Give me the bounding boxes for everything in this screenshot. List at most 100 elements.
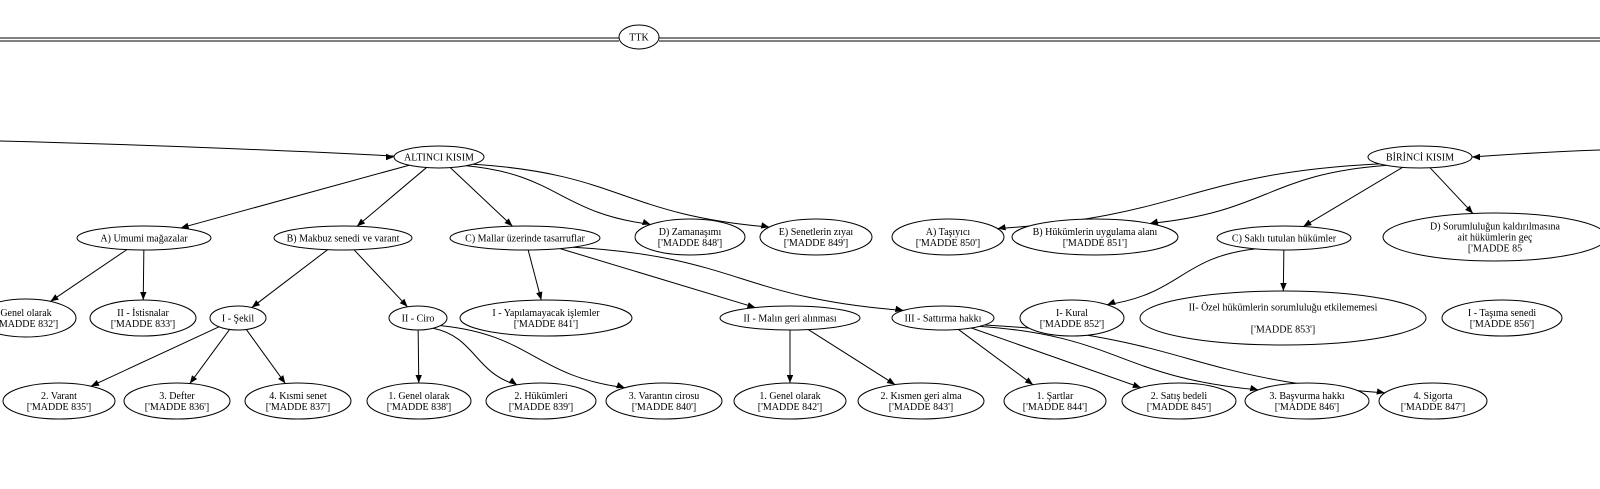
node-label: ALTINCI KISIM	[404, 153, 474, 164]
node-label: 2. Varant	[41, 391, 77, 402]
arrowhead	[1472, 153, 1480, 161]
node-satis-845[interactable]: 2. Satış bedeli['MADDE 845']	[1121, 382, 1237, 420]
node-label: ['MADDE 840']	[632, 402, 696, 413]
node-hukumleri-839[interactable]: 2. Hükümleri['MADDE 839']	[485, 382, 597, 420]
node-tasima-856[interactable]: I - Taşıma senedi['MADDE 856']	[1441, 299, 1563, 337]
node-label: ['MADDE 837']	[266, 402, 330, 413]
node-varantin-840[interactable]: 3. Varantın cirosu['MADDE 840']	[605, 382, 723, 420]
node-b-hukumler[interactable]: B) Hükümlerin uygulama alanı['MADDE 851'…	[1011, 218, 1179, 256]
node-label: Genel olarak	[0, 308, 51, 319]
arrowhead	[180, 222, 190, 229]
incoming-edge	[1471, 149, 1600, 158]
node-c-mallar[interactable]: C) Mallar üzerinde tasarruflar	[449, 225, 601, 251]
node-label: B) Hükümlerin uygulama alanı	[1033, 227, 1158, 238]
node-ciro[interactable]: II - Ciro	[388, 305, 448, 331]
node-kismi-837[interactable]: 4. Kısmi senet['MADDE 837']	[244, 382, 352, 420]
node-label: D) Sorumluluğun kaldırılmasına	[1430, 222, 1561, 233]
node-sattirma[interactable]: III - Sattırma hakkı	[891, 305, 995, 331]
node-label: ['MADDE 846']	[1275, 402, 1339, 413]
node-ttk[interactable]: TTK	[618, 24, 660, 50]
edges-layer	[0, 37, 1600, 395]
node-malin-geri[interactable]: II - Malın geri alınması	[719, 305, 861, 331]
node-kural-852[interactable]: I- Kural['MADDE 852']	[1019, 299, 1125, 337]
node-label: 4. Kısmi senet	[269, 391, 327, 402]
node-ellipse	[1121, 382, 1237, 420]
node-ellipse	[618, 24, 660, 50]
arrowhead	[189, 375, 198, 384]
arrowhead	[760, 222, 770, 229]
node-e-senetler[interactable]: E) Senetlerin zıyaı['MADDE 849']	[759, 218, 873, 256]
node-label: E) Senetlerin zıyaı	[779, 227, 854, 238]
edge	[1429, 167, 1474, 214]
arrowhead	[1280, 282, 1287, 292]
node-ellipse	[733, 382, 847, 420]
node-ellipse	[449, 225, 601, 251]
edge	[466, 165, 651, 225]
node-label: A) Taşıyıcı	[926, 227, 971, 238]
edge	[573, 246, 904, 311]
node-ellipse	[1011, 218, 1179, 256]
node-label: ['MADDE 853']	[1251, 325, 1315, 336]
node-kismen-843[interactable]: 2. Kısmen geri alma['MADDE 843']	[857, 382, 985, 420]
node-istisnalar-833[interactable]: II - İstisnalar['MADDE 833']	[89, 299, 197, 337]
node-label: ['MADDE 848']	[658, 238, 722, 249]
node-ellipse	[459, 299, 633, 337]
node-label: ['MADDE 839']	[509, 402, 573, 413]
incoming-edge	[0, 140, 395, 157]
node-altinci-kisim[interactable]: ALTINCI KISIM	[393, 145, 485, 169]
node-sekil[interactable]: I - Şekil	[209, 305, 267, 331]
node-sartlar-844[interactable]: 1. Şartlar['MADDE 844']	[1003, 382, 1107, 420]
node-label: ['MADDE 842']	[758, 402, 822, 413]
node-genel-838[interactable]: 1. Genel olarak['MADDE 838']	[366, 382, 472, 420]
node-a-umumi[interactable]: A) Umumi mağazalar	[76, 225, 212, 251]
node-a-tasiyici[interactable]: A) Taşıyıcı['MADDE 850']	[891, 218, 1005, 256]
node-varant-835[interactable]: 2. Varant['MADDE 835']	[2, 382, 116, 420]
node-ellipse	[1378, 382, 1488, 420]
node-ellipse	[759, 218, 873, 256]
node-ellipse	[1244, 382, 1370, 420]
node-ellipse	[719, 305, 861, 331]
arrowhead	[399, 298, 408, 307]
node-ellipse	[388, 305, 448, 331]
node-defter-836[interactable]: 3. Defter['MADDE 836']	[123, 382, 231, 420]
node-label: ['MADDE 843']	[889, 402, 953, 413]
node-label: ait hükümlerin geç	[1458, 233, 1534, 244]
node-genel-olarak-832[interactable]: Genel olarak['MADDE 832']	[0, 298, 77, 338]
arrowhead	[1149, 218, 1159, 225]
node-ellipse	[1367, 145, 1473, 169]
arrowhead	[1107, 298, 1116, 305]
node-ellipse	[393, 145, 485, 169]
node-label: ['MADDE 832']	[0, 319, 58, 330]
node-b-makbuz[interactable]: B) Makbuz senedi ve varant	[273, 225, 413, 251]
node-label: II- Özel hükümlerin sorumluluğu etkileme…	[1189, 302, 1378, 314]
node-sigorta-847[interactable]: 4. Sigorta['MADDE 847']	[1378, 382, 1488, 420]
node-genel-842[interactable]: 1. Genel olarak['MADDE 842']	[733, 382, 847, 420]
node-label: 4. Sigorta	[1414, 391, 1453, 402]
node-birinci-kisim[interactable]: BİRİNCİ KISIM	[1367, 145, 1473, 169]
node-ellipse	[89, 299, 197, 337]
arrowhead	[997, 224, 1006, 231]
node-basvurma-846[interactable]: 3. Başvurma hakkı['MADDE 846']	[1244, 382, 1370, 420]
node-label: D) Zamanaşımı	[659, 227, 722, 238]
edge	[180, 164, 410, 229]
node-label: A) Umumi mağazalar	[100, 234, 188, 245]
node-c-sakli[interactable]: C) Saklı tutulan hükümler	[1216, 225, 1352, 251]
arrowhead	[536, 291, 543, 301]
node-label: ['MADDE 847']	[1401, 402, 1465, 413]
node-d-zamanasimi[interactable]: D) Zamanaşımı['MADDE 848']	[634, 218, 746, 256]
edge	[1303, 166, 1403, 227]
nodes-layer: TTK ALTINCI KISIM BİRİNCİ KISIM A) Umumi ma…	[0, 24, 1600, 420]
arrowhead	[356, 218, 366, 227]
edge	[245, 329, 286, 384]
node-ozel-853[interactable]: II- Özel hükümlerin sorumluluğu etkileme…	[1139, 290, 1427, 346]
edge	[449, 167, 513, 227]
arrowhead	[278, 375, 286, 384]
node-yapilamayacak[interactable]: I - Yapılamayacak işlemler['MADDE 841']	[459, 299, 633, 337]
node-ellipse	[366, 382, 472, 420]
node-label: I - Taşıma senedi	[1468, 308, 1536, 319]
arrowhead	[508, 377, 517, 385]
node-ellipse	[891, 305, 995, 331]
edge	[472, 163, 770, 228]
node-ellipse	[1139, 290, 1427, 346]
